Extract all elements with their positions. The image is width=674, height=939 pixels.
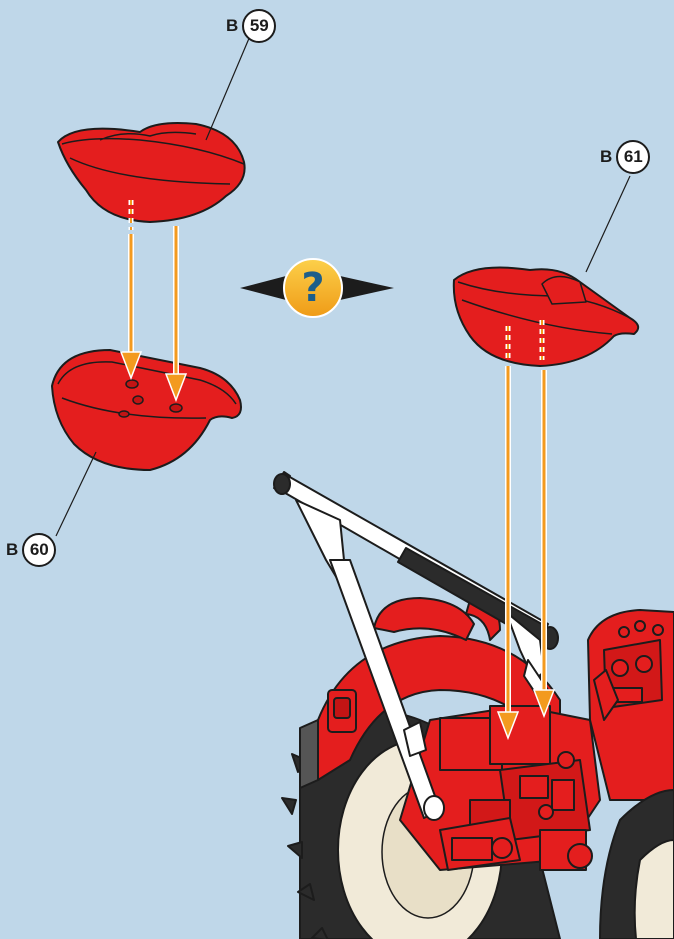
seat-part-60-icon <box>52 350 241 470</box>
callout-part-61: B 61 <box>600 140 650 174</box>
leader-line-59 <box>206 36 250 140</box>
callout-prefix: B <box>600 147 612 167</box>
callout-prefix: B <box>6 540 18 560</box>
callout-number: 60 <box>22 533 56 567</box>
leader-line-61 <box>586 176 630 272</box>
seat-part-61-icon <box>454 268 638 366</box>
seat-part-59-icon <box>58 123 245 222</box>
callout-number: 59 <box>242 9 276 43</box>
callout-part-59: B 59 <box>226 9 276 43</box>
tractor-icon <box>282 598 674 939</box>
callout-prefix: B <box>226 16 238 36</box>
callout-part-60: B 60 <box>6 533 56 567</box>
question-mark-icon <box>240 259 394 317</box>
callout-number: 61 <box>616 140 650 174</box>
leader-line-60 <box>56 452 96 536</box>
